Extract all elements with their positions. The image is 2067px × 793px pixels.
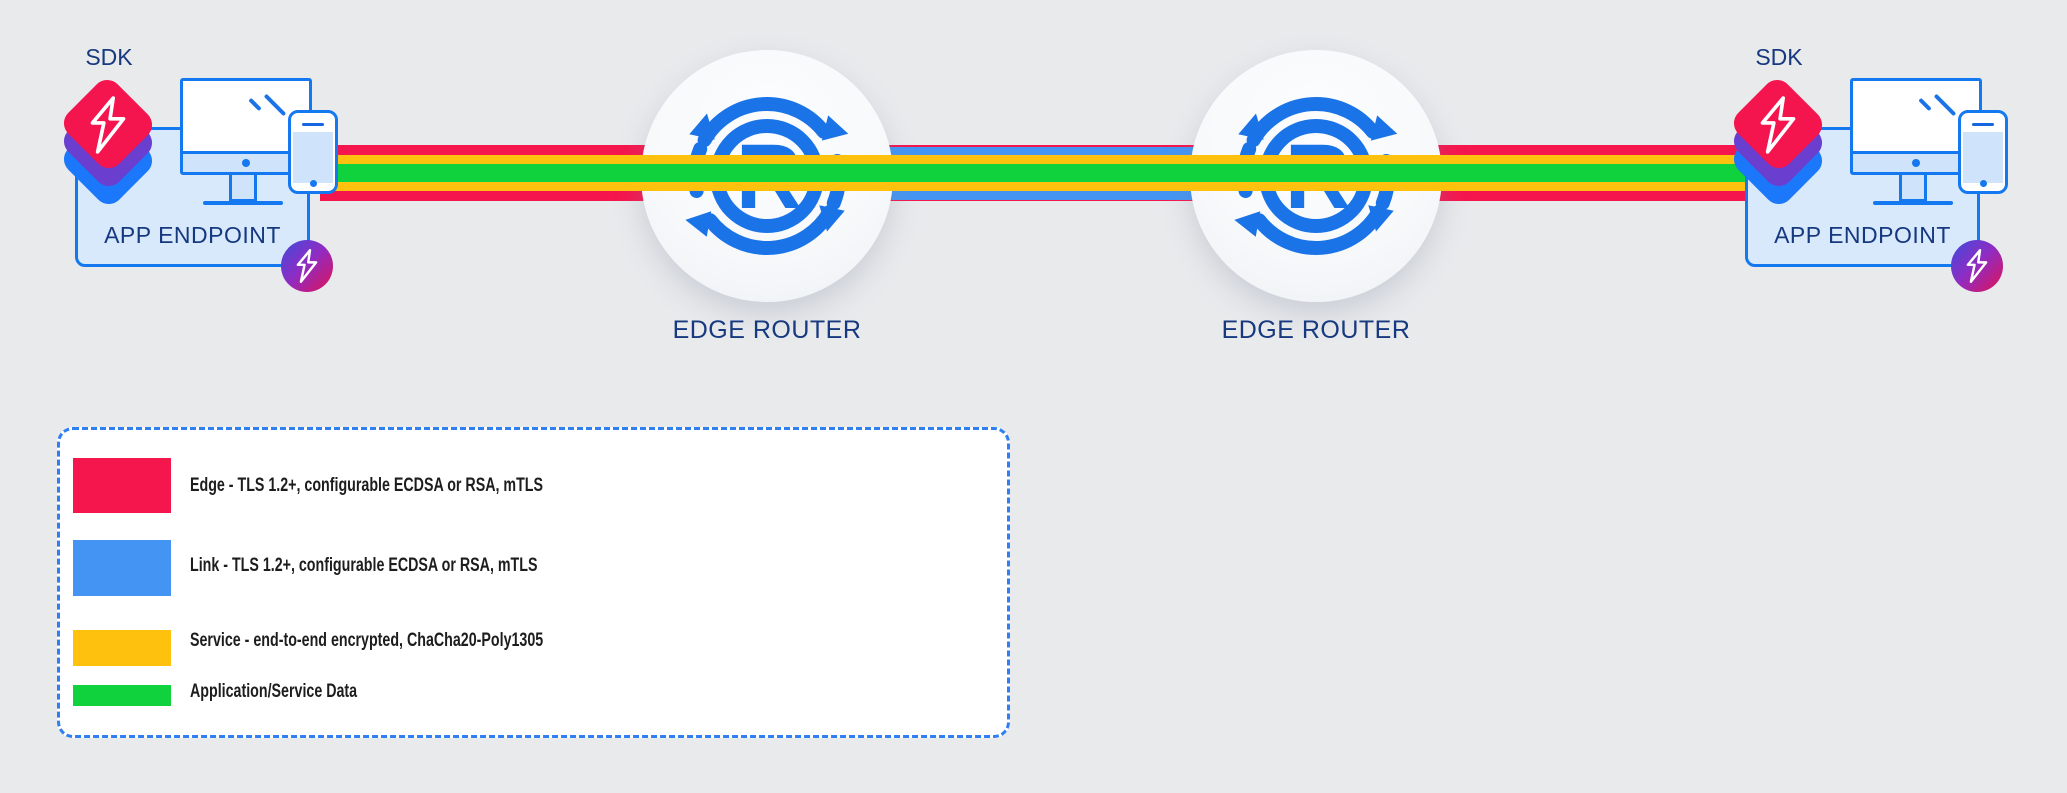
monitor-chin bbox=[183, 151, 309, 172]
app-endpoint-label: APP ENDPOINT bbox=[1774, 222, 1951, 248]
phone-speaker bbox=[1972, 123, 1994, 126]
data-stripe bbox=[320, 164, 1750, 182]
legend-swatch-data bbox=[73, 685, 171, 706]
legend-label-data: Application/Service Data bbox=[190, 681, 358, 702]
app-endpoint-right: SDK APP ENDPOINT bbox=[1670, 0, 2067, 320]
legend-swatch-link bbox=[73, 540, 171, 596]
legend-swatch-service bbox=[73, 630, 171, 666]
phone-speaker bbox=[302, 123, 324, 126]
app-endpoint-label: APP ENDPOINT bbox=[104, 222, 281, 248]
monitor-dot bbox=[1912, 159, 1920, 167]
app-endpoint-left: SDK APP ENDPOINT bbox=[0, 0, 400, 320]
legend-label-edge: Edge - TLS 1.2+, configurable ECDSA or R… bbox=[190, 475, 544, 496]
monitor-chin bbox=[1853, 151, 1979, 172]
sdk-label: SDK bbox=[1755, 44, 1803, 70]
monitor-base bbox=[1873, 201, 1953, 205]
phone-icon bbox=[1958, 110, 2008, 194]
legend-label-link: Link - TLS 1.2+, configurable ECDSA or R… bbox=[190, 555, 538, 576]
service-stripe-top bbox=[320, 155, 1750, 164]
screen-shine-icon bbox=[1918, 97, 1932, 112]
phone-home-button bbox=[309, 180, 317, 187]
ziti-bolt-icon bbox=[296, 249, 318, 283]
phone-screen bbox=[293, 132, 333, 183]
ziti-bolt-icon bbox=[1966, 249, 1988, 283]
monitor-stand bbox=[1899, 175, 1927, 202]
legend-label-service: Service - end-to-end encrypted, ChaCha20… bbox=[190, 630, 544, 651]
monitor-stand bbox=[229, 175, 257, 202]
monitor-base bbox=[203, 201, 283, 205]
ziti-bolt-icon bbox=[1760, 96, 1796, 154]
phone-icon bbox=[288, 110, 338, 194]
screen-shine-icon bbox=[1933, 93, 1957, 117]
screen-shine-icon bbox=[248, 97, 262, 112]
legend-box: Edge - TLS 1.2+, configurable ECDSA or R… bbox=[57, 427, 1010, 738]
phone-screen bbox=[1963, 132, 2003, 183]
ziti-badge bbox=[1951, 240, 2003, 292]
legend-swatch-edge bbox=[73, 458, 171, 513]
sdk-label: SDK bbox=[85, 44, 133, 70]
link-stripe-top bbox=[767, 146, 1316, 155]
ziti-badge bbox=[281, 240, 333, 292]
monitor-dot bbox=[242, 159, 250, 167]
link-stripe-bottom bbox=[767, 191, 1316, 200]
edge-router-left-label: EDGE ROUTER bbox=[672, 316, 862, 344]
service-stripe-bottom bbox=[320, 182, 1750, 191]
screen-shine-icon bbox=[263, 93, 287, 117]
phone-home-button bbox=[1979, 180, 1987, 187]
ziti-bolt-icon bbox=[90, 96, 126, 154]
edge-router-right-label: EDGE ROUTER bbox=[1221, 316, 1411, 344]
